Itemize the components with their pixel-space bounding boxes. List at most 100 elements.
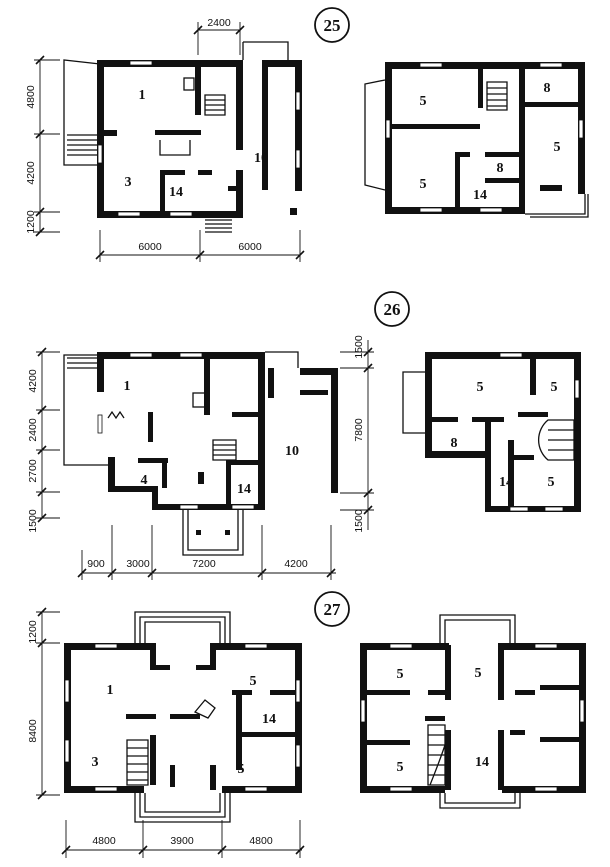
wall: [160, 170, 165, 214]
balcony-outline: [364, 79, 386, 191]
balcony-outline: [402, 371, 425, 434]
dimension-label: 4200: [27, 369, 39, 393]
stair-icon: [486, 81, 508, 111]
fireplace-icon: [193, 699, 216, 719]
window: [295, 744, 301, 768]
window: [389, 786, 413, 792]
room-label: 5: [475, 666, 482, 681]
wall: [510, 455, 534, 460]
wall: [148, 412, 153, 442]
dimension-label: 3000: [126, 558, 150, 570]
window: [129, 352, 153, 358]
room-label: 14: [475, 755, 489, 770]
room-label: 14: [262, 712, 276, 727]
wall: [97, 352, 104, 392]
window: [169, 211, 193, 217]
wall: [331, 368, 338, 493]
wall: [498, 645, 504, 700]
wall: [518, 412, 548, 417]
room-label: 5: [548, 475, 555, 490]
column: [225, 530, 230, 535]
room-label: 10: [285, 444, 299, 459]
wall: [242, 732, 297, 737]
room-label: 1: [139, 88, 146, 103]
dimension-label: 6000: [238, 241, 262, 253]
room-label: 5: [397, 667, 404, 682]
stair-icon: [126, 739, 149, 786]
wall: [295, 60, 302, 191]
wall: [425, 352, 432, 457]
plan-27: 27: [27, 591, 586, 858]
window: [97, 414, 103, 434]
dimension-line: [65, 820, 302, 858]
dimension-line: [36, 351, 60, 519]
window: [179, 352, 203, 358]
plan-27-ground-floor: 1 5 14 3 5 1200 8400 4800 3900 4800: [27, 607, 305, 858]
room-label: 1: [107, 683, 114, 698]
wall: [262, 60, 268, 190]
wall: [270, 690, 297, 695]
wall: [425, 716, 445, 721]
wall: [198, 472, 204, 484]
wall: [390, 124, 480, 129]
dimension-label: 6000: [138, 241, 162, 253]
wall: [472, 417, 504, 422]
wall: [97, 60, 104, 218]
wall: [198, 170, 212, 175]
wall: [508, 440, 514, 510]
entrance-steps-icon: [182, 510, 244, 556]
wall: [428, 690, 448, 695]
wall: [365, 690, 410, 695]
window: [117, 211, 141, 217]
room-label: 5: [420, 177, 427, 192]
room-label: 10: [254, 151, 268, 166]
stair-icon: [212, 439, 237, 461]
dimension-label: 4200: [284, 558, 308, 570]
wall: [97, 60, 243, 67]
terrace-outline: [63, 354, 108, 466]
wall: [295, 643, 302, 793]
dimension-label: 900: [87, 558, 105, 570]
wall: [232, 690, 252, 695]
wall: [108, 457, 115, 492]
fireplace-icon: [183, 77, 195, 91]
dimension-label: 1500: [353, 335, 365, 359]
plan-number-badge: [314, 591, 350, 627]
wall: [540, 737, 582, 742]
fireplace-icon: [192, 392, 206, 408]
dimension-label: 2400: [207, 17, 231, 29]
column: [196, 530, 201, 535]
room-label: 14: [237, 482, 251, 497]
wall: [152, 486, 158, 510]
room-label: 8: [451, 436, 458, 451]
dimension-label: 8400: [27, 719, 39, 743]
plan-25-upper-floor: 5 8 5 5 8 14: [364, 62, 589, 218]
window: [231, 504, 255, 510]
wall: [236, 690, 242, 770]
terrace-steps-icon: [67, 134, 97, 156]
dimension-label: 1500: [353, 509, 365, 533]
wall: [455, 152, 460, 210]
stove-icon: [107, 410, 125, 420]
plan-25: 25: [25, 7, 589, 262]
room-label: 14: [499, 475, 513, 490]
window: [539, 62, 563, 68]
window: [389, 643, 413, 649]
plan-number-badge: [314, 7, 350, 43]
fireplace-outline: [159, 140, 191, 156]
wall: [485, 420, 491, 512]
window: [97, 144, 103, 164]
porch-outline: [265, 351, 299, 368]
window: [64, 739, 70, 763]
window: [479, 207, 503, 213]
room-label: 5: [250, 674, 257, 689]
bay-outline: [134, 611, 231, 643]
window: [129, 60, 153, 66]
plan-number-badge: [374, 291, 410, 327]
wall: [64, 643, 71, 793]
window: [544, 506, 564, 512]
window: [578, 119, 584, 139]
dimension-label: 4800: [249, 835, 273, 847]
